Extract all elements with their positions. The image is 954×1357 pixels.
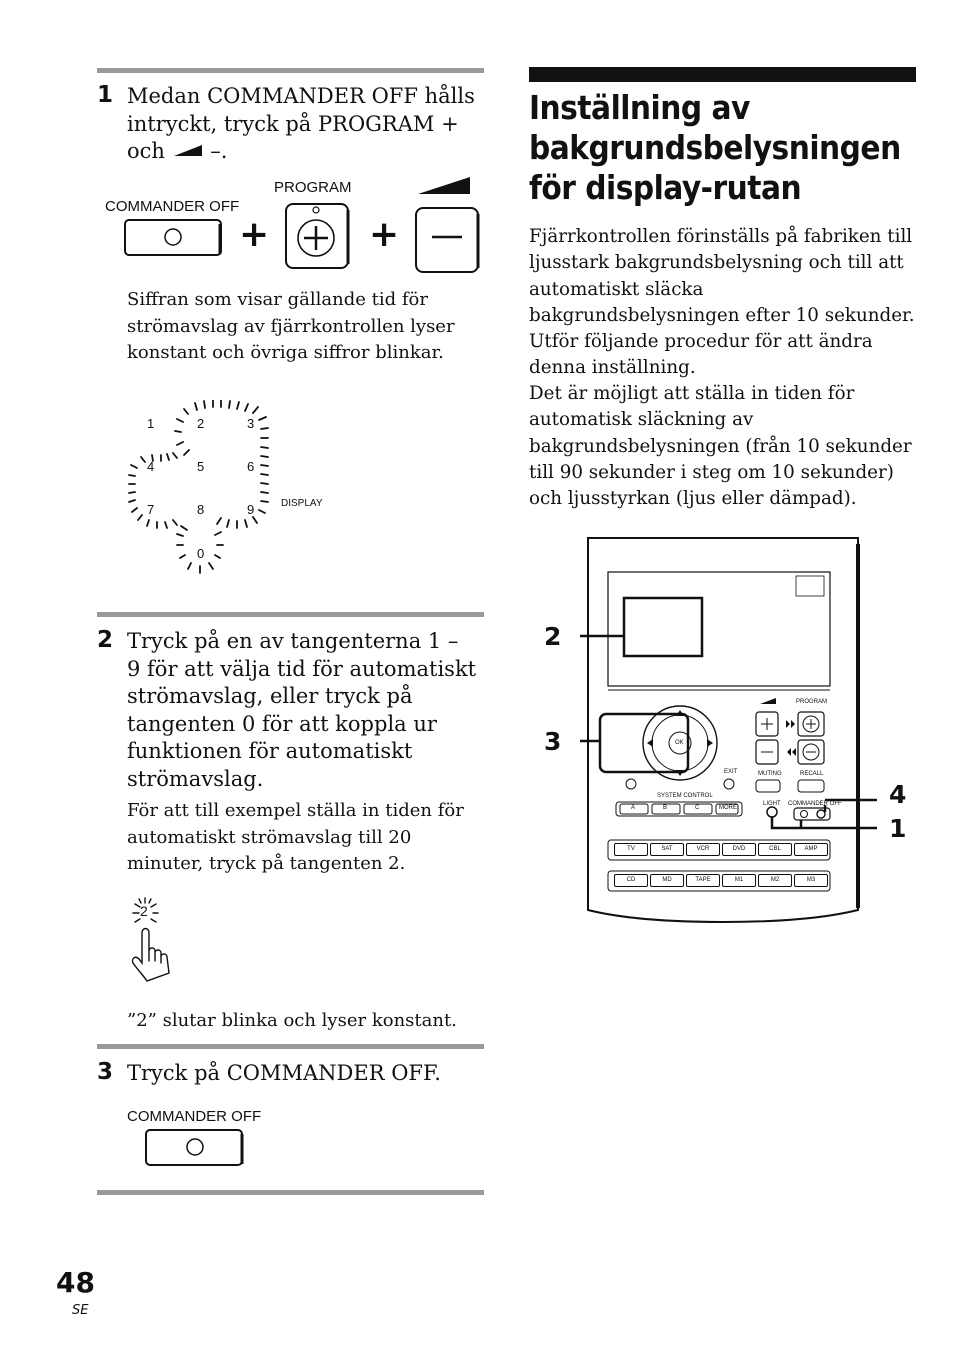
remote-muting-label: MUTING (758, 771, 782, 777)
step1-buttons-diagram (124, 203, 480, 273)
page-number: 48 (56, 1266, 95, 1299)
remote-sys-button-label: A (631, 805, 636, 811)
remote-input-button: DVD (722, 843, 756, 856)
digit-5: 5 (197, 459, 205, 474)
remote-control-illustration (580, 537, 877, 924)
remote-system-control-label: SYSTEM CONTROL (657, 793, 713, 799)
step1-instruction: Medan COMMANDER OFF hålls intryckt, tryc… (127, 84, 475, 163)
step1-number: 1 (97, 82, 114, 108)
remote-commander-off-label: COMMANDER OFF (788, 801, 842, 807)
remote-input-button: CBL (758, 843, 792, 856)
commander-off-label: COMMANDER OFF (105, 198, 240, 215)
display-label: DISPLAY (281, 498, 323, 509)
remote-input-button: M1 (722, 874, 756, 887)
remote-recall-label: RECALL (800, 771, 824, 777)
plus-sign-2: + (369, 214, 400, 255)
step2-number: 2 (97, 627, 114, 653)
volume-wedge-icon (173, 145, 202, 156)
pressing-hand-icon (131, 897, 170, 982)
remote-input-button: M3 (794, 874, 828, 887)
remote-sys-button-label: C (695, 805, 700, 811)
digit-7: 7 (147, 502, 155, 517)
callout-2: 2 (544, 622, 562, 651)
callout-4: 4 (889, 780, 907, 809)
remote-exit-label: EXIT (724, 769, 738, 775)
section-title: Inställning av bakgrundsbelysningen för … (529, 88, 901, 207)
remote-sys-button-label: B (663, 805, 668, 811)
digit-8: 8 (197, 502, 205, 517)
remote-input-button: VCR (686, 843, 720, 856)
step1-rule (97, 68, 484, 73)
step3-rule (97, 1044, 484, 1049)
remote-input-button: CD (614, 874, 648, 887)
remote-ok-label: OK (675, 740, 684, 746)
digit-6: 6 (247, 459, 255, 474)
remote-input-button: TAPE (686, 874, 720, 887)
step2-rule (97, 612, 484, 617)
step3-number: 3 (97, 1059, 114, 1085)
step2-description: För att till exempel ställa in tiden för… (127, 800, 464, 874)
remote-input-button: M2 (758, 874, 792, 887)
digit-1: 1 (147, 416, 155, 431)
program-label: PROGRAM (274, 179, 352, 196)
step2-instruction: Tryck på en av tangenterna 1 – 9 för att… (127, 629, 477, 791)
step1-description: Siffran som visar gällande tid för ström… (127, 289, 455, 363)
step3-instruction: Tryck på COMMANDER OFF. (127, 1061, 441, 1085)
remote-sys-button-label: MORE (719, 805, 737, 811)
digit-9: 9 (247, 502, 255, 517)
commander-off-label-2: COMMANDER OFF (127, 1108, 262, 1125)
step2-result: ”2” slutar blinka och lyser konstant. (127, 1010, 457, 1031)
section-paragraph-2: Det är möjligt att ställa in tiden för a… (529, 383, 912, 510)
callout-3: 3 (544, 727, 562, 756)
callout-1: 1 (889, 814, 907, 843)
remote-input-button: TV (614, 843, 648, 856)
language-code: SE (72, 1303, 89, 1318)
remote-input-button: AMP (794, 843, 828, 856)
digit-4: 4 (147, 459, 155, 474)
key-digit-2: 2 (140, 903, 148, 919)
blinking-digits-diagram (128, 400, 269, 574)
remote-input-button: SAT (650, 843, 684, 856)
volume-wedge-icon-large (418, 177, 470, 194)
digit-2: 2 (197, 416, 205, 431)
remote-program-label: PROGRAM (796, 699, 828, 705)
step3-end-rule (97, 1190, 484, 1195)
digit-3: 3 (247, 416, 255, 431)
plus-sign-1: + (239, 214, 270, 255)
commander-off-button (145, 1129, 244, 1166)
remote-input-button: MD (650, 874, 684, 887)
digit-0: 0 (197, 546, 205, 561)
section-paragraph-1: Fjärrkontrollen förinställs på fabriken … (529, 226, 915, 379)
section-top-bar (529, 67, 916, 82)
remote-light-label: LIGHT (763, 801, 781, 807)
